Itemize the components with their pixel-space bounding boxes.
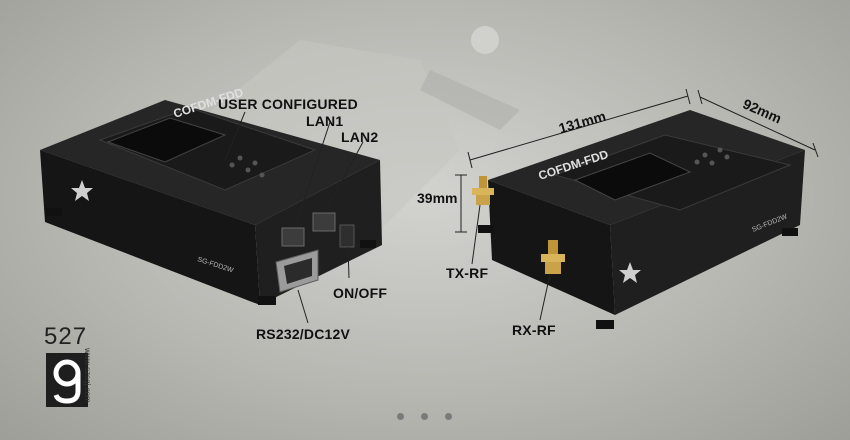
carousel-dot-1[interactable] xyxy=(397,413,404,420)
label-tx-rf: TX-RF xyxy=(446,265,489,281)
carousel-dot-2[interactable] xyxy=(421,413,428,420)
logo-number: 527 xyxy=(44,323,88,350)
label-lan1: LAN1 xyxy=(306,113,344,129)
label-lan2: LAN2 xyxy=(341,129,379,145)
logo-mark xyxy=(46,353,88,407)
left-leader-lines xyxy=(224,111,364,324)
label-rs232: RS232/DC12V xyxy=(256,326,351,342)
label-on-off: ON/OFF xyxy=(333,285,388,301)
label-user-configured: USER CONFIGURED xyxy=(218,96,358,112)
label-rx-rf: RX-RF xyxy=(512,322,556,338)
right-device: COFDM-FDD SG-FDD2W xyxy=(472,110,805,329)
carousel-dot-3[interactable] xyxy=(445,413,452,420)
logo-url: www.szsgj.com xyxy=(83,348,92,403)
dimension-lines xyxy=(455,88,819,233)
logo-g-icon xyxy=(53,359,81,404)
dimension-height: 39mm xyxy=(417,190,458,206)
right-leader-lines xyxy=(471,204,551,321)
left-device: COFDM-FDD SG-FDD2W xyxy=(40,85,382,305)
